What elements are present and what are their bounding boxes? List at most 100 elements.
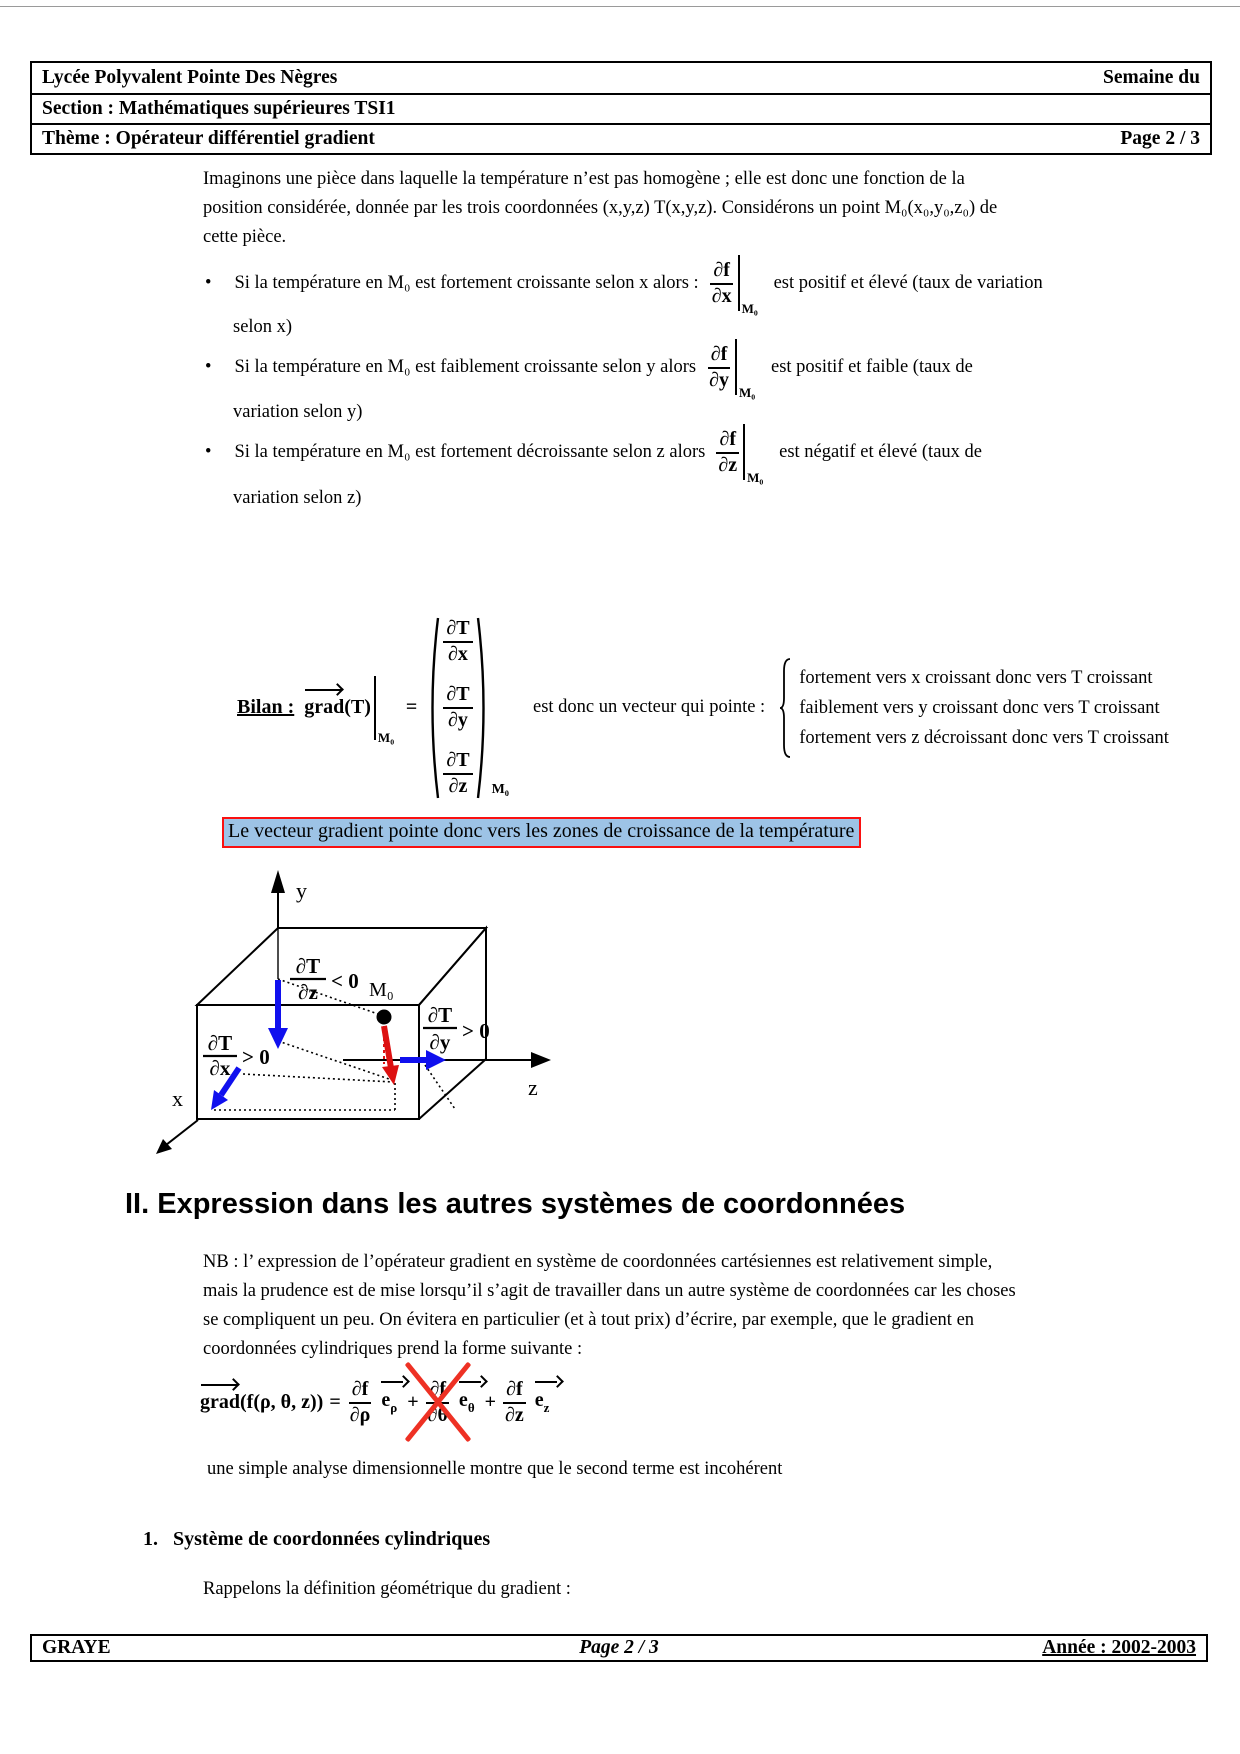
page-number: Page 2 / 3 <box>1120 128 1200 149</box>
section-label: Section : Mathématiques supérieures TSI1 <box>42 98 396 119</box>
unit-vector-z: ez <box>534 1380 557 1415</box>
svg-text:∂T: ∂T <box>296 954 320 978</box>
label-dTdy: ∂T ∂y > 0 <box>423 1003 490 1054</box>
rappel-text: Rappelons la définition géométrique du g… <box>203 1579 571 1599</box>
svg-text:∂y: ∂y <box>430 1030 451 1054</box>
red-gradient-arrow <box>381 1025 399 1085</box>
gradient-cases: fortement vers x croissant donc vers T c… <box>799 663 1169 753</box>
intro-paragraph: Imaginons une pièce dans laquelle la tem… <box>203 165 1043 252</box>
svg-text:∂x: ∂x <box>210 1056 231 1080</box>
label-dTdx: ∂T ∂x > 0 <box>203 1031 270 1080</box>
footer-table: GRAYE Page 2 / 3 Année : 2002-2003 <box>30 1634 1208 1662</box>
evaluation-bar: M₀ <box>743 424 763 485</box>
header-row-2: Section : Mathématiques supérieures TSI1 <box>32 93 1210 123</box>
bullet-icon: • <box>205 356 212 377</box>
bilan-label: Bilan : <box>237 696 295 718</box>
equals-sign: = <box>329 1390 341 1413</box>
intro-line: position considérée, donnée par les troi… <box>203 198 998 218</box>
vector-components: ∂T∂x ∂T∂y ∂T∂z <box>443 617 473 798</box>
gradient-column-vector: ∂T∂x ∂T∂y ∂T∂z M₀ <box>425 614 511 802</box>
case-line: fortement vers x croissant donc vers T c… <box>799 667 1153 688</box>
footer-author: GRAYE <box>42 1637 111 1658</box>
grad-operator: grad <box>304 689 345 718</box>
nb-line: se compliquent un peu. On évitera en par… <box>203 1310 975 1330</box>
partial-derivative-fraction: ∂f ∂y <box>707 342 731 391</box>
box-edges <box>194 925 489 1120</box>
svg-text:< 0: < 0 <box>331 969 359 993</box>
case-line: faiblement vers y croissant donc vers T … <box>799 697 1160 718</box>
y-axis <box>271 870 285 979</box>
bullet-continuation: variation selon z) <box>233 488 362 508</box>
bullet-item-y: • Si la température en M₀ est faiblement… <box>205 336 973 400</box>
x-axis <box>156 1119 199 1154</box>
blue-arrow-x-direction <box>211 1066 242 1110</box>
intro-line: cette pièce. <box>203 227 287 247</box>
evaluation-bar: M₀ <box>373 675 394 745</box>
brace-icon <box>780 657 791 758</box>
unit-vector-theta: eθ <box>458 1380 481 1415</box>
svg-text:∂T: ∂T <box>428 1003 452 1027</box>
theme-label: Thème : Opérateur différentiel gradient <box>42 128 375 149</box>
z-axis-label: z <box>528 1075 538 1100</box>
term-rho-fraction: ∂f∂ρ <box>348 1377 372 1426</box>
term-z-fraction: ∂f∂z <box>503 1377 526 1426</box>
bullet-continuation: selon x) <box>233 317 293 337</box>
unit-vector-rho: eρ <box>381 1380 404 1415</box>
bullet-text-after: est positif et faible (taux de <box>771 356 973 377</box>
vector-subscript: M₀ <box>491 781 509 797</box>
bullet-text: Si la température en M₀ est fortement dé… <box>234 441 706 462</box>
section-2-title: II. Expression dans les autres systèmes … <box>125 1188 906 1220</box>
svg-text:∂z: ∂z <box>298 980 318 1004</box>
header-table: Lycée Polyvalent Pointe Des Nègres Semai… <box>30 61 1212 155</box>
point-m0-dot <box>376 1009 392 1025</box>
bullet-text: Si la température en M₀ est faiblement c… <box>234 356 697 377</box>
grad-operator: grad <box>200 1383 240 1413</box>
partial-derivative-fraction: ∂f ∂z <box>716 427 739 476</box>
plus-sign: + <box>484 1390 497 1413</box>
point-m0-label: M₀ <box>369 979 394 1001</box>
bullet-item-z: • Si la température en M₀ est fortement … <box>205 421 982 485</box>
scan-edge-line <box>0 6 1240 7</box>
bullet-icon: • <box>205 441 212 462</box>
bullet-continuation: variation selon y) <box>233 402 363 422</box>
temperature-box-diagram: y z x M₀ ∂T ∂z < 0 ∂T <box>156 870 551 1154</box>
week-label: Semaine du <box>1103 67 1200 88</box>
header-row-1: Lycée Polyvalent Pointe Des Nègres Semai… <box>32 63 1210 93</box>
label-dTdz: ∂T ∂z < 0 <box>290 954 359 1004</box>
grad-argument: (T) <box>344 696 371 718</box>
nb-line: NB : l’ expression de l’opérateur gradie… <box>203 1252 993 1272</box>
subsection-title: Système de coordonnées cylindriques <box>173 1528 491 1550</box>
plus-sign: + <box>407 1390 419 1413</box>
nb-paragraph: NB : l’ expression de l’opérateur gradie… <box>203 1248 1053 1364</box>
bullet-icon: • <box>205 272 212 293</box>
school-name: Lycée Polyvalent Pointe Des Nègres <box>42 67 338 88</box>
blue-arrow-down-y <box>268 980 288 1049</box>
term-theta-fraction: ∂f∂θ <box>426 1377 450 1426</box>
svg-text:> 0: > 0 <box>462 1019 490 1043</box>
bullet-text-after: est négatif et élevé (taux de <box>779 441 982 462</box>
header-row-3: Thème : Opérateur différentiel gradient … <box>32 123 1210 153</box>
left-parenthesis <box>431 617 440 798</box>
crossed-out-term: ∂f∂θ <box>425 1378 451 1427</box>
nb-line: mais la prudence est de mise lorsqu’il s… <box>203 1281 1016 1301</box>
subsection-number: 1. <box>143 1528 158 1550</box>
footer-page: Page 2 / 3 <box>579 1637 659 1658</box>
blue-arrow-right-z <box>400 1050 446 1070</box>
dotted-construction-lines <box>214 978 456 1111</box>
cylindrical-gradient-formula: grad(f(ρ, θ, z)) = ∂f∂ρ eρ + ∂f∂θ eθ + ∂… <box>200 1363 557 1441</box>
equals-sign: = <box>405 696 418 718</box>
highlighted-conclusion: Le vecteur gradient pointe donc vers les… <box>222 817 862 848</box>
svg-text:∂T: ∂T <box>208 1031 232 1055</box>
svg-text:> 0: > 0 <box>242 1045 270 1069</box>
grad-argument: (f(ρ, θ, z)) <box>240 1390 324 1413</box>
bilan-equation: Bilan : grad(T) M₀ = ∂T∂x ∂T∂y ∂T∂z M₀ e… <box>237 610 1169 805</box>
subsection-1-heading: 1. Système de coordonnées cylindriques <box>143 1528 490 1551</box>
evaluation-bar: M₀ <box>737 255 758 316</box>
case-line: fortement vers z décroissant donc vers T… <box>799 727 1169 748</box>
right-parenthesis <box>476 617 485 798</box>
bullet-text-after: est positif et élevé (taux de variation <box>773 272 1043 293</box>
y-axis-label: y <box>296 878 307 903</box>
bilan-text: est donc un vecteur qui pointe : <box>532 697 766 717</box>
z-axis <box>343 1052 551 1068</box>
